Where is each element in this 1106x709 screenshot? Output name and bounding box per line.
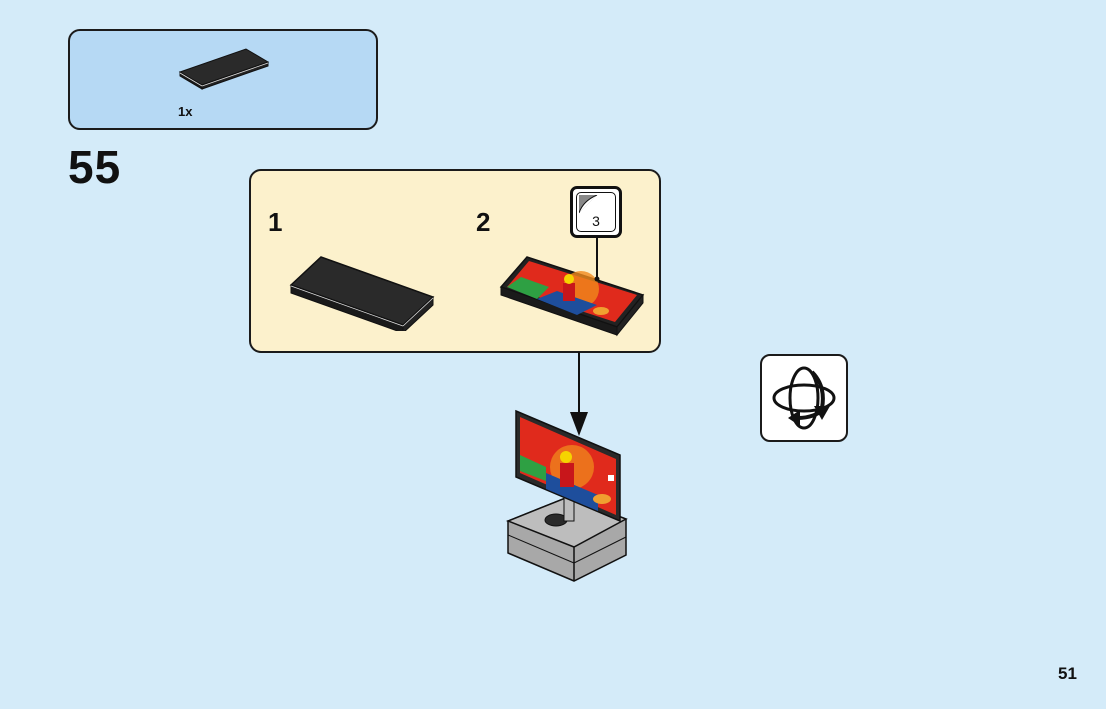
sticker-number: 3 [592,213,600,229]
sticker-leader-line [594,237,600,282]
sticker-tile-sub-step-2 [499,256,645,337]
sticker-peel-icon [579,195,598,214]
black-tile-sub-step-1 [289,256,435,331]
rotate-model-icon [772,366,836,430]
part-quantity: 1x [178,104,193,119]
black-tile-part-icon [178,48,270,90]
sub-step-label-1: 1 [268,207,283,237]
sub-step-label-2: 2 [476,207,491,237]
billboard-model-illustration [505,409,628,582]
parts-list-box [68,29,378,130]
step-number: 55 [68,141,122,193]
down-arrow-icon [570,352,588,436]
page-number: 51 [1058,664,1077,683]
rotate-model-indicator [760,354,848,442]
sticker-callout: 3 [570,186,622,238]
